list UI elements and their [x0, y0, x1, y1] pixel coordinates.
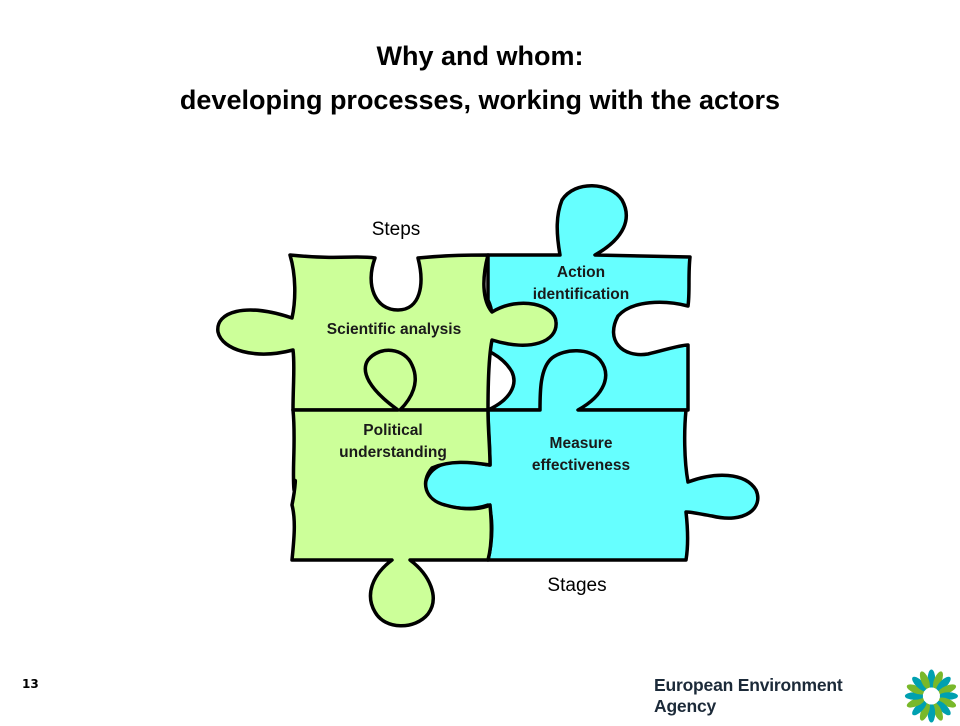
organization-name: European Environment Agency — [654, 675, 843, 716]
eea-logo-ray — [920, 671, 931, 690]
page-number: 13 — [22, 677, 39, 691]
piece-label-political-understanding: Political understanding — [339, 422, 447, 461]
piece-label-line: Action — [557, 264, 605, 281]
eea-logo-ray — [938, 684, 957, 695]
eea-logo-ray — [933, 702, 944, 721]
piece-label-line: effectiveness — [532, 457, 630, 474]
piece-label-line: identification — [533, 286, 629, 303]
piece-label-measure-effectiveness: Measure effectiveness — [532, 435, 630, 474]
eea-logo-ray — [920, 702, 931, 721]
piece-label-line: Political — [363, 422, 422, 439]
footer-logo: European Environment Agency — [654, 666, 960, 726]
piece-label-line: Measure — [550, 435, 613, 452]
eea-logo-ray — [912, 700, 927, 716]
puzzle-piece-political-understanding — [290, 348, 494, 628]
steps-label: Steps — [372, 219, 421, 240]
eea-logo-ray — [906, 684, 925, 695]
piece-label-line: understanding — [339, 444, 447, 461]
eea-logo-ray — [933, 671, 944, 690]
stages-label: Stages — [547, 575, 606, 596]
puzzle-piece-scientific-analysis — [216, 253, 558, 412]
eea-logo-ray — [906, 697, 925, 708]
slide-title-line-1: Why and whom: — [376, 41, 584, 71]
slide-title-line-2: developing processes, working with the a… — [179, 85, 781, 115]
slide-title: Why and whom: developing processes, work… — [0, 34, 960, 122]
piece-label-line: Scientific analysis — [327, 321, 461, 338]
eea-logo-ray — [912, 676, 927, 692]
eea-logo-ray — [938, 697, 957, 708]
puzzle-piece-action-identification — [460, 184, 692, 412]
piece-label-scientific-analysis: Scientific analysis — [327, 321, 461, 338]
eea-logo-ray — [936, 700, 951, 716]
eea-logo-ray — [936, 676, 951, 692]
piece-label-action-identification: Action identification — [533, 264, 629, 303]
eea-logo-icon — [905, 669, 959, 723]
